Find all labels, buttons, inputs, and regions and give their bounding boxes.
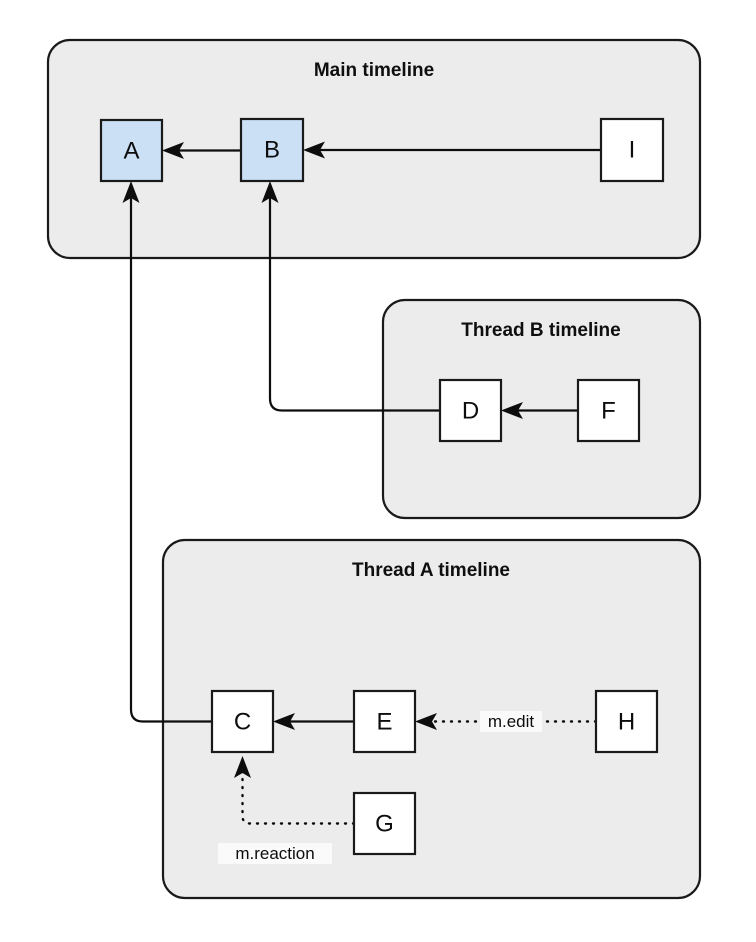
edge-d-to-b-arrowhead	[261, 181, 279, 203]
group-thread-b-timeline-rect	[381, 298, 702, 520]
edge-label-m-edit-background	[480, 711, 542, 732]
node-c[interactable]: C	[210, 689, 275, 754]
node-c-rect[interactable]	[210, 689, 275, 754]
edge-e-to-c-arrowhead	[273, 713, 295, 730]
node-h-rect[interactable]	[594, 689, 659, 754]
edge-h-to-e: m.edit	[415, 711, 598, 732]
node-b-rect[interactable]	[239, 117, 305, 183]
node-h[interactable]: H	[594, 689, 659, 754]
node-e[interactable]: E	[352, 689, 417, 754]
edge-f-to-d	[501, 402, 578, 419]
node-g-rect[interactable]	[352, 791, 417, 856]
edge-b-to-a-arrowhead	[162, 142, 184, 159]
node-b[interactable]: B	[239, 117, 305, 183]
edge-g-to-c-arrowhead	[234, 756, 251, 778]
group-thread-b-timeline-title: Thread B timeline	[461, 320, 620, 341]
edge-b-to-a	[162, 142, 241, 159]
node-f[interactable]: F	[576, 378, 641, 443]
node-i-label: I	[629, 136, 636, 163]
edge-c-to-a-arrowhead	[122, 181, 140, 203]
node-a-rect[interactable]	[99, 118, 164, 183]
node-i-rect[interactable]	[599, 117, 665, 183]
edge-c-to-a	[122, 181, 212, 723]
edge-d-to-b	[261, 181, 440, 412]
edge-label-m-reaction-background	[218, 843, 332, 864]
edge-i-to-b	[303, 141, 601, 159]
node-a[interactable]: A	[99, 118, 164, 183]
edge-h-to-e-arrowhead	[415, 713, 437, 730]
node-c-label: C	[234, 708, 251, 735]
edge-i-to-b-arrowhead	[303, 141, 325, 159]
edge-label-m-reaction: m.reaction	[235, 844, 314, 863]
edge-label-m-edit: m.edit	[488, 712, 535, 731]
node-e-rect[interactable]	[352, 689, 417, 754]
edge-c-to-a-line	[129, 197, 212, 723]
node-a-label: A	[123, 137, 139, 164]
node-d[interactable]: D	[438, 378, 503, 443]
node-f-rect[interactable]	[576, 378, 641, 443]
node-d-rect[interactable]	[438, 378, 503, 443]
node-h-label: H	[618, 708, 635, 735]
edge-e-to-c	[273, 713, 354, 730]
edge-g-to-c: m.reaction	[218, 756, 356, 864]
node-g-label: G	[375, 810, 394, 837]
node-f-label: F	[601, 397, 616, 424]
node-g[interactable]: G	[352, 791, 417, 856]
node-e-label: E	[376, 708, 392, 735]
group-thread-b-timeline: Thread B timeline	[381, 298, 702, 520]
group-main-timeline-title: Main timeline	[314, 60, 434, 81]
node-b-label: B	[264, 136, 280, 163]
edge-d-to-b-line	[268, 197, 440, 412]
edge-g-to-c-line	[241, 770, 356, 825]
group-thread-a-timeline-title: Thread A timeline	[352, 560, 510, 581]
node-i[interactable]: I	[599, 117, 665, 183]
node-d-label: D	[462, 397, 479, 424]
edge-f-to-d-arrowhead	[501, 402, 523, 419]
